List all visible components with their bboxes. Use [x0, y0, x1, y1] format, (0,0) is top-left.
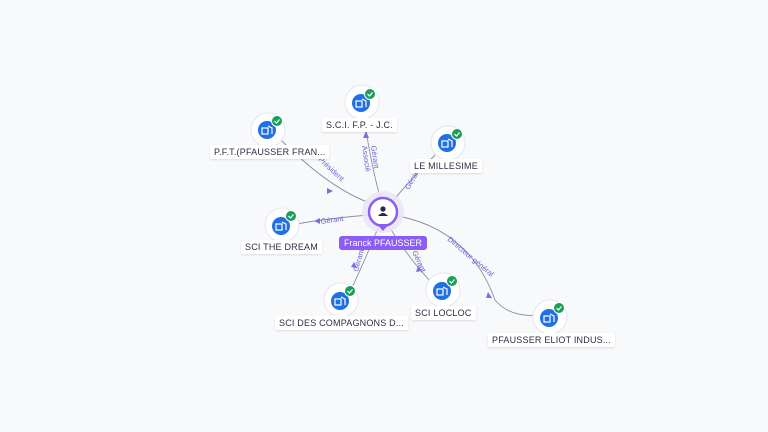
- building-icon: [275, 221, 287, 231]
- person-label[interactable]: Franck PFAUSSER: [339, 236, 428, 250]
- company-node-sci-des-compagnons[interactable]: [323, 282, 359, 318]
- verified-check-icon: [285, 210, 297, 222]
- edge-label-pft: Président: [317, 155, 347, 184]
- building-icon: [355, 98, 367, 108]
- arrow-sci-fp-jc: [363, 131, 369, 138]
- verified-check-icon: [271, 115, 283, 127]
- company-node-sci-the-dream[interactable]: [264, 207, 300, 243]
- company-node-sci-fp-jc[interactable]: [344, 84, 380, 120]
- arrow-pfausser-eliot: [486, 292, 492, 298]
- building-icon: [261, 125, 273, 135]
- verified-check-icon: [451, 128, 463, 140]
- edge-sci-the-dream: [295, 214, 370, 225]
- building-icon: [436, 286, 448, 296]
- company-node-pfausser-eliot[interactable]: [532, 299, 568, 335]
- verified-check-icon: [446, 275, 458, 287]
- edge-label-sci-fp-jc-gerant: Gérant: [369, 145, 381, 170]
- company-label-sci-locloc[interactable]: SCI LOCLOC: [411, 306, 476, 320]
- company-node-pft[interactable]: [250, 112, 286, 148]
- arrow-pft: [327, 188, 333, 194]
- company-label-sci-the-dream[interactable]: SCI THE DREAM: [241, 240, 322, 254]
- verified-check-icon: [553, 302, 565, 314]
- building-icon: [334, 296, 346, 306]
- edge-label-sci-locloc: Gérant: [410, 249, 428, 274]
- company-label-sci-fp-jc[interactable]: S.C.I. F.P. - J.C.: [322, 118, 397, 132]
- company-label-pft[interactable]: P.F.T.(PFAUSSER FRAN...: [210, 145, 330, 159]
- arrow-sci-des-compagnons: [351, 262, 357, 268]
- edge-label-pfausser-eliot: Directeur général: [446, 235, 496, 279]
- verified-check-icon: [364, 88, 376, 100]
- edge-label-sci-fp-jc-associe: Associé: [360, 145, 373, 172]
- edge-label-sci-the-dream: Gérant: [320, 214, 345, 226]
- company-label-sci-des-compagnons[interactable]: SCI DES COMPAGNONS D...: [275, 316, 408, 330]
- verified-check-icon: [344, 285, 356, 297]
- building-icon: [543, 313, 555, 323]
- company-label-le-millesime[interactable]: LE MILLESIME: [410, 159, 482, 173]
- arrow-sci-the-dream: [314, 218, 320, 224]
- arrow-sci-locloc: [416, 266, 422, 272]
- company-node-le-millesime[interactable]: [430, 125, 466, 161]
- company-node-sci-locloc[interactable]: [425, 272, 461, 308]
- building-icon: [441, 138, 453, 148]
- edge-pfausser-eliot: [397, 215, 541, 316]
- company-label-pfausser-eliot[interactable]: PFAUSSER ELIOT INDUS...: [488, 333, 615, 347]
- person-node[interactable]: [362, 191, 404, 233]
- edge-sci-locloc: [389, 227, 433, 284]
- edge-label-sci-des-compagnons: Gérant: [351, 247, 366, 272]
- person-icon: [378, 206, 388, 216]
